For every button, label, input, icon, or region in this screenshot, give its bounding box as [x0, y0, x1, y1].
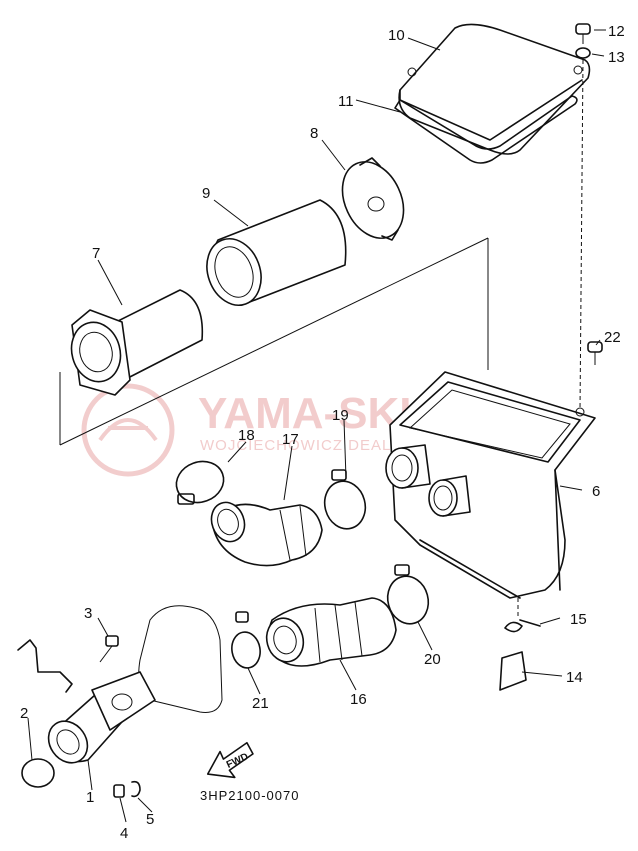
- callout-4: 4: [120, 825, 128, 842]
- callout-labels: 1 2 3 4 5 6 7 8 9 10 11 12 13 14 15 16 1…: [20, 23, 625, 842]
- bolt-3: [99, 635, 119, 663]
- leader-lines: [27, 29, 606, 823]
- hose-clamp-19: [323, 469, 367, 530]
- nut-4: [113, 784, 125, 798]
- callout-22: 22: [604, 329, 621, 346]
- washer-13: [575, 47, 591, 59]
- callout-17: 17: [282, 431, 299, 448]
- callout-16: 16: [350, 691, 367, 708]
- callout-21: 21: [252, 695, 269, 712]
- watermark-logo-icon: [81, 383, 175, 477]
- callout-3: 3: [84, 605, 92, 622]
- callout-11: 11: [338, 93, 354, 110]
- drawing-code: 3HP2100-0070: [200, 788, 299, 803]
- air-box-cover: [398, 23, 591, 155]
- callout-19: 19: [332, 407, 349, 424]
- hose-clamp-20: [386, 564, 430, 625]
- filter-guide: [70, 289, 204, 396]
- carburetor-joint-1: [47, 671, 156, 764]
- assembly-lines: [59, 237, 489, 446]
- callout-7: 7: [92, 245, 100, 262]
- callout-1: 1: [86, 789, 94, 806]
- hose-clamp-18: [175, 460, 225, 505]
- joint-hose-17: [210, 501, 323, 567]
- bracket-clip: [17, 639, 73, 693]
- callout-13: 13: [608, 49, 625, 66]
- washer-5: [131, 780, 141, 798]
- callout-10: 10: [388, 27, 405, 44]
- callout-6: 6: [592, 483, 600, 500]
- filter-end-plate: [341, 157, 405, 241]
- air-filter-element: [206, 199, 347, 306]
- callout-14: 14: [566, 669, 583, 686]
- hose-clamp-21: [231, 611, 261, 669]
- callout-18: 18: [238, 427, 255, 444]
- callout-5: 5: [146, 811, 154, 828]
- callout-12: 12: [608, 23, 625, 40]
- intake-hose-16: [265, 597, 397, 667]
- callout-15: 15: [570, 611, 587, 628]
- drain-plug-14: [499, 651, 527, 691]
- clip-15: [504, 619, 541, 633]
- callout-9: 9: [202, 185, 210, 202]
- cover-gasket: [394, 95, 578, 164]
- fwd-arrow-icon: FWD: [206, 741, 254, 779]
- bolt-22: [587, 341, 603, 365]
- callout-20: 20: [424, 651, 441, 668]
- screw-12: [575, 23, 591, 44]
- air-box: [385, 371, 596, 599]
- callout-8: 8: [310, 125, 318, 142]
- fwd-label: FWD: [225, 751, 250, 771]
- o-ring-2: [21, 758, 55, 788]
- callout-2: 2: [20, 705, 28, 722]
